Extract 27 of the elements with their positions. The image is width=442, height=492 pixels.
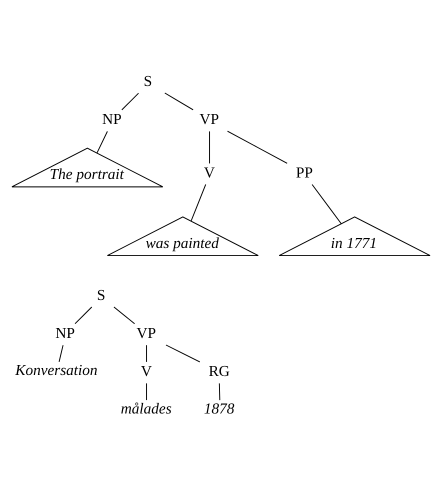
connector	[164, 92, 194, 110]
connector	[312, 184, 342, 224]
connector	[74, 306, 92, 324]
node-text: RG	[208, 362, 230, 380]
node-text: NP	[102, 110, 122, 128]
node-text: målades	[120, 400, 172, 417]
connector	[209, 130, 210, 164]
connector	[146, 344, 148, 362]
connector	[227, 130, 288, 164]
node-text: V	[140, 362, 152, 380]
node-text: VP	[136, 324, 156, 342]
node-text: NP	[55, 324, 75, 342]
node-text: V	[204, 164, 215, 182]
connector	[121, 92, 140, 110]
connector	[146, 382, 148, 400]
connector	[113, 306, 136, 324]
node-text: Konversation	[15, 362, 98, 379]
connector	[166, 344, 200, 362]
connector	[190, 184, 206, 221]
node-text: PP	[296, 164, 313, 182]
node-text: S	[96, 286, 106, 304]
connector	[96, 130, 108, 153]
connector	[218, 382, 220, 400]
node-text: S	[144, 72, 152, 90]
connector	[58, 344, 64, 362]
node-text: 1878	[204, 400, 234, 417]
node-text: VP	[200, 110, 220, 128]
